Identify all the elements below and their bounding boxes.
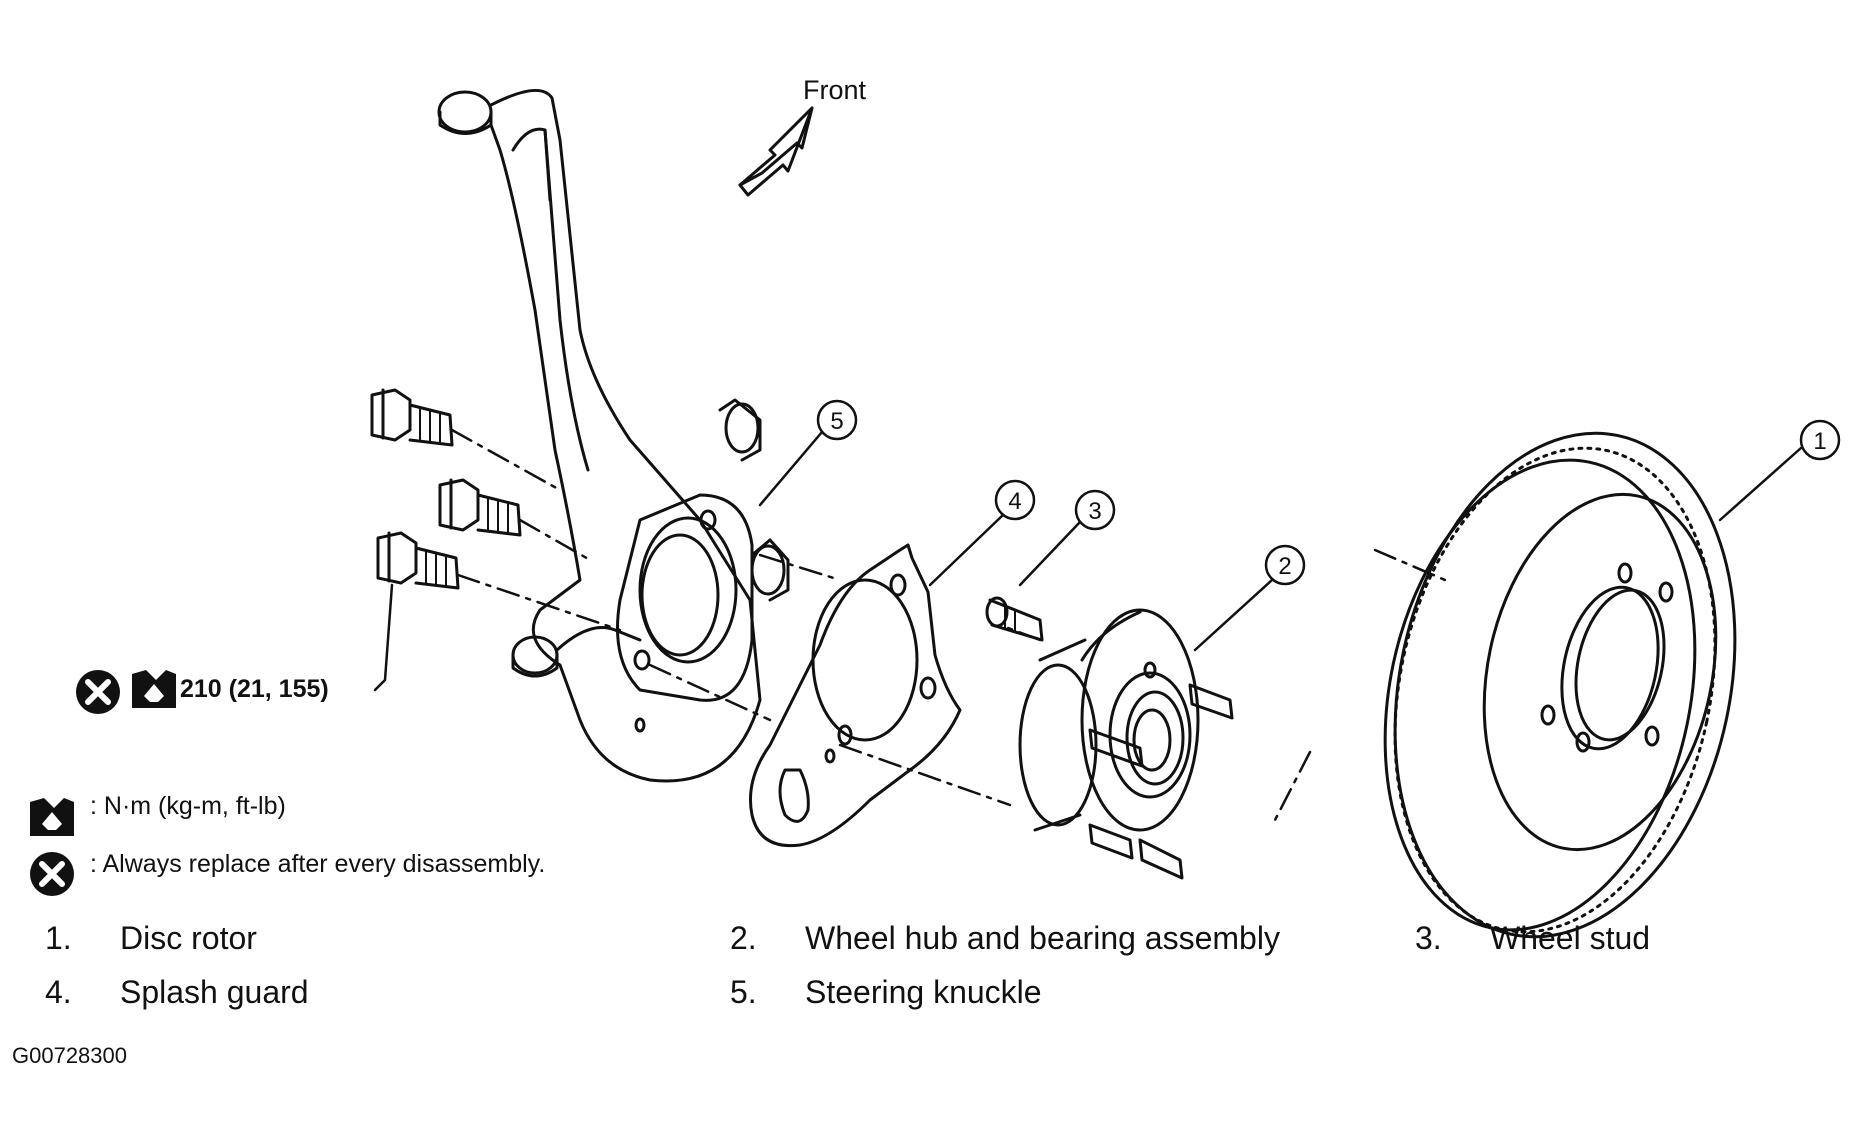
legend-replace-note: : Always replace after every disassembly… — [84, 850, 545, 879]
callout-1 — [1799, 419, 1841, 461]
front-direction-label: Front — [803, 75, 867, 105]
callout-3-label: 3 — [1088, 498, 1101, 525]
knuckle-bolt — [370, 388, 454, 447]
part-name: Wheel hub and bearing assembly — [805, 920, 1280, 956]
knuckle-bolt — [376, 531, 460, 590]
part-item: 3. Wheel stud — [1415, 920, 1650, 957]
part-item: 5. Steering knuckle — [730, 974, 1042, 1011]
replace-x-icon — [76, 670, 120, 714]
torque-leader — [373, 583, 394, 692]
torque-wrench-icon — [132, 670, 176, 708]
callout-4-label: 4 — [1008, 488, 1021, 515]
splash-guard — [748, 543, 962, 848]
torque-wrench-icon — [30, 798, 74, 836]
part-number: 4. — [45, 974, 72, 1010]
wheel-hub-assembly — [1018, 608, 1234, 880]
callout-1-label: 1 — [1813, 428, 1826, 455]
part-number: 2. — [730, 920, 757, 956]
callout-5 — [816, 399, 858, 441]
callout-5-label: 5 — [830, 408, 843, 435]
part-number: 1. — [45, 920, 72, 956]
callout-2 — [1264, 544, 1306, 586]
part-name: Steering knuckle — [805, 974, 1042, 1010]
part-number: 3. — [1415, 920, 1442, 956]
legend-torque-text: : N·m (kg-m, ft-lb) — [90, 792, 286, 820]
front-arrow-icon — [738, 106, 814, 197]
part-name: Disc rotor — [120, 920, 257, 956]
steering-knuckle — [437, 88, 790, 783]
part-item: 2. Wheel hub and bearing assembly — [730, 920, 1280, 957]
legend-replace-text: : Always replace after every disassembly… — [90, 850, 546, 878]
callouts — [758, 399, 1841, 652]
legend-torque-units: : N·m (kg-m, ft-lb) — [84, 792, 286, 821]
torque-spec: 210 (21, 155) — [180, 675, 329, 703]
part-name: Wheel stud — [1490, 920, 1651, 956]
wheel-stud — [985, 596, 1044, 642]
callout-4 — [994, 479, 1036, 521]
parts-list: 1. Disc rotor 2. Wheel hub and bearing a… — [0, 920, 1861, 1030]
part-number: 5. — [730, 974, 757, 1010]
knuckle-bolt — [438, 478, 522, 537]
callout-2-label: 2 — [1278, 553, 1291, 580]
alignment-lines — [450, 428, 1447, 822]
part-name: Splash guard — [120, 974, 309, 1010]
part-item: 4. Splash guard — [45, 974, 309, 1011]
callout-3 — [1074, 489, 1116, 531]
part-item: 1. Disc rotor — [45, 920, 257, 957]
replace-x-icon — [30, 852, 74, 896]
figure-id: G00728300 — [12, 1043, 127, 1068]
disc-rotor — [1383, 431, 1737, 939]
